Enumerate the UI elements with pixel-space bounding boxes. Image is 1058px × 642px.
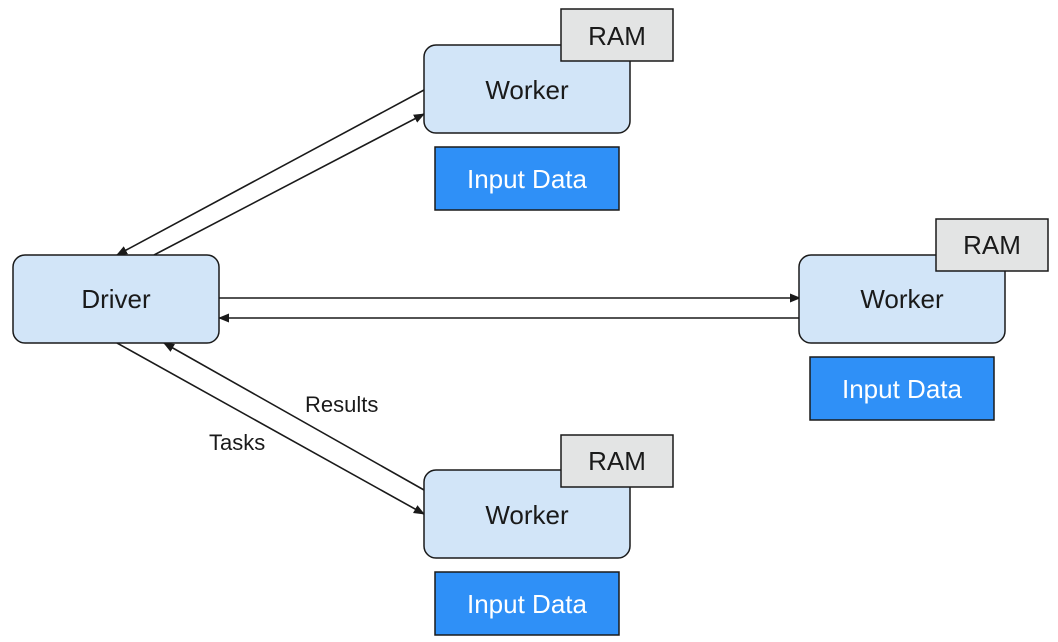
worker-right-box: [798, 254, 1006, 344]
worker-top-ram-label: RAM: [588, 21, 646, 51]
worker-top-ram-box: [560, 8, 674, 62]
worker-bottom-ram-label: RAM: [588, 446, 646, 476]
arrow-worker-top-to-driver: [116, 89, 425, 256]
worker-bottom-label: Worker: [485, 500, 569, 530]
worker-bottom-input-data-label: Input Data: [467, 589, 588, 619]
worker-right-label: Worker: [860, 284, 944, 314]
worker-top-box: [423, 44, 631, 134]
worker-bottom-box: [423, 469, 631, 559]
arrow-worker-bottom-to-driver: [163, 342, 425, 491]
arrow-driver-to-worker-bottom: [116, 342, 425, 515]
worker-right-ram-box: [935, 218, 1049, 272]
driver-node: Driver: [12, 254, 220, 344]
worker-bottom-ram-box: [560, 434, 674, 488]
worker-bottom: Worker RAM Input Data: [423, 434, 674, 636]
worker-top-label: Worker: [485, 75, 569, 105]
worker-bottom-input-data-box: [434, 571, 620, 636]
arrow-driver-to-worker-top: [153, 113, 425, 256]
worker-right-input-data-label: Input Data: [842, 374, 963, 404]
worker-right: Worker RAM Input Data: [798, 218, 1049, 421]
worker-right-ram-label: RAM: [963, 230, 1021, 260]
worker-top-input-data-box: [434, 146, 620, 211]
worker-top-input-data-label: Input Data: [467, 164, 588, 194]
worker-top: Worker RAM Input Data: [423, 8, 674, 211]
tasks-label: Tasks: [209, 430, 265, 455]
results-label: Results: [305, 392, 378, 417]
worker-right-input-data-box: [809, 356, 995, 421]
driver-label: Driver: [81, 284, 151, 314]
driver-box: [12, 254, 220, 344]
